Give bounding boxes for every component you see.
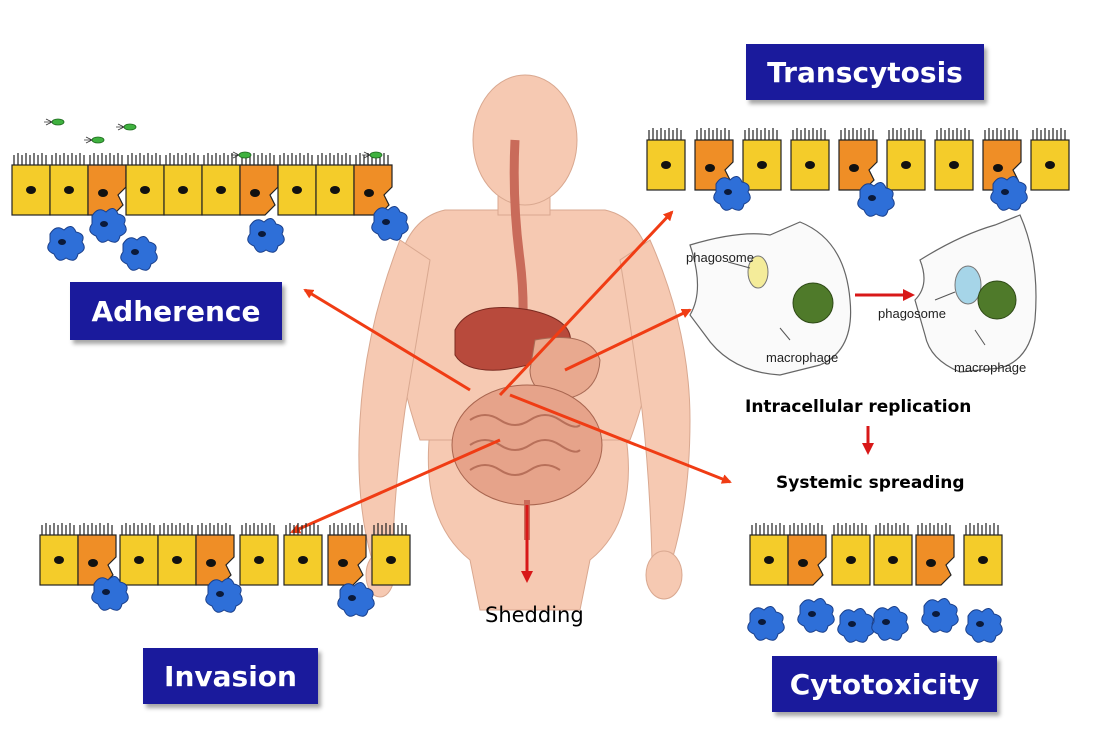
cytotoxicity-immune-cells bbox=[748, 598, 1003, 642]
macrophage-label-left: macrophage bbox=[766, 350, 838, 365]
macrophage-panel-right bbox=[915, 215, 1036, 372]
shedding-label: Shedding bbox=[485, 603, 584, 627]
adherence-bacteria bbox=[44, 119, 382, 158]
transcytosis-title: Transcytosis bbox=[746, 44, 984, 100]
cytotoxicity-epithelium bbox=[750, 523, 1002, 585]
adherence-immune-cells bbox=[48, 206, 409, 270]
human-body-figure bbox=[359, 75, 690, 610]
systemic-spreading-label: Systemic spreading bbox=[776, 473, 965, 493]
cytotoxicity-title: Cytotoxicity bbox=[772, 656, 997, 712]
invasion-epithelium bbox=[40, 523, 410, 585]
adherence-epithelium bbox=[12, 153, 392, 215]
invasion-title: Invasion bbox=[143, 648, 318, 704]
phagosome-label-right: phagosome bbox=[878, 306, 946, 321]
adherence-title: Adherence bbox=[70, 282, 282, 340]
macrophage-label-right: macrophage bbox=[954, 360, 1026, 375]
phagosome-label-left: phagosome bbox=[686, 250, 754, 265]
intracellular-replication-label: Intracellular replication bbox=[745, 397, 971, 417]
